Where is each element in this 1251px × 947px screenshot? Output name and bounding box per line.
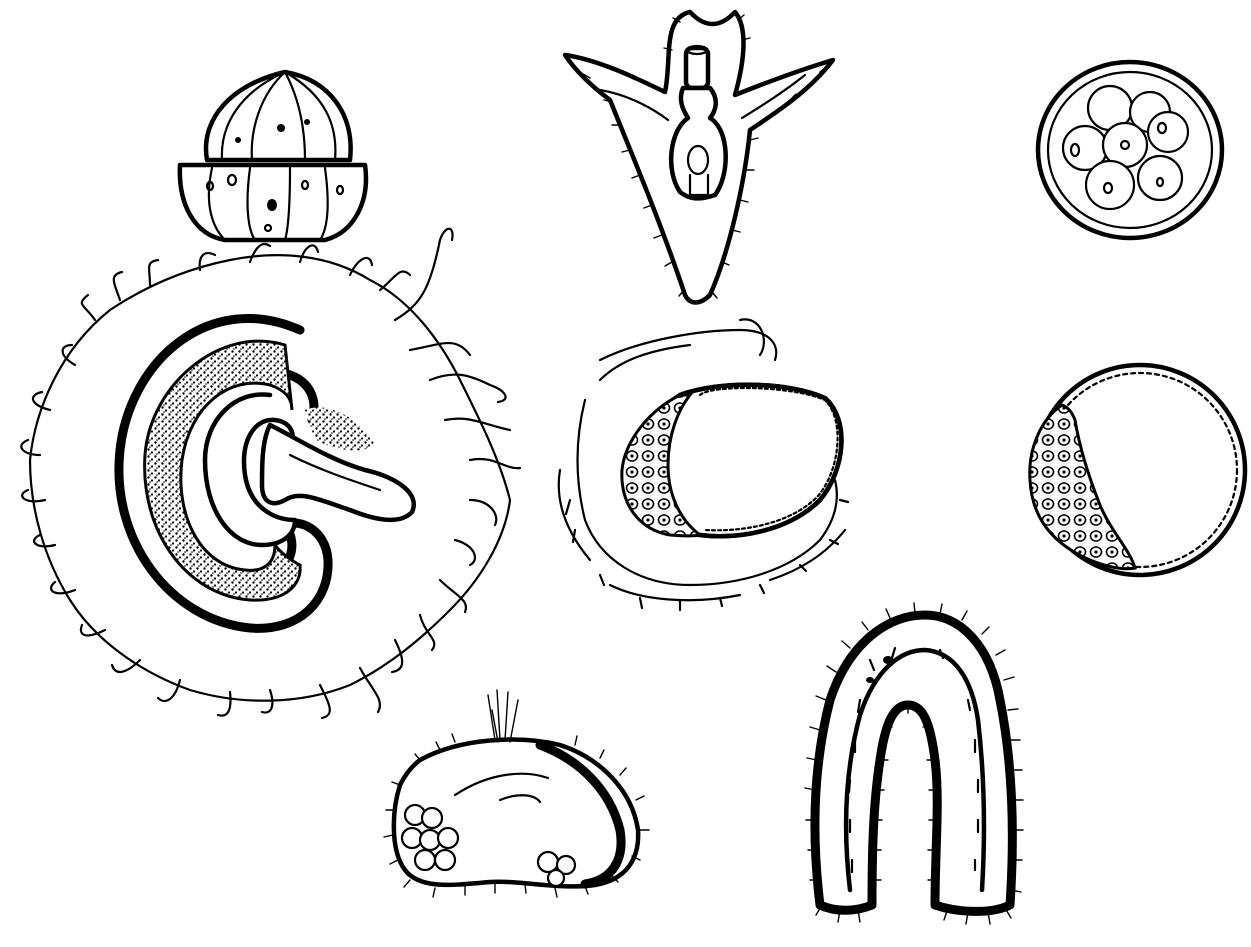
blastula-with-mesenchyme-icon (559, 319, 848, 610)
eight-cell-embryo-icon (1038, 62, 1222, 238)
pluteus-larva-icon (564, 12, 833, 303)
ciliated-gastrula-with-apical-tuft-icon (384, 690, 649, 897)
blastula-with-thick-wall-icon (1030, 365, 1245, 575)
cleavage-embryo-blastomeres-icon (180, 72, 366, 240)
u-shaped-ciliated-larva-icon (805, 603, 1023, 924)
comma-embryo-with-chorion-icon (21, 229, 520, 718)
